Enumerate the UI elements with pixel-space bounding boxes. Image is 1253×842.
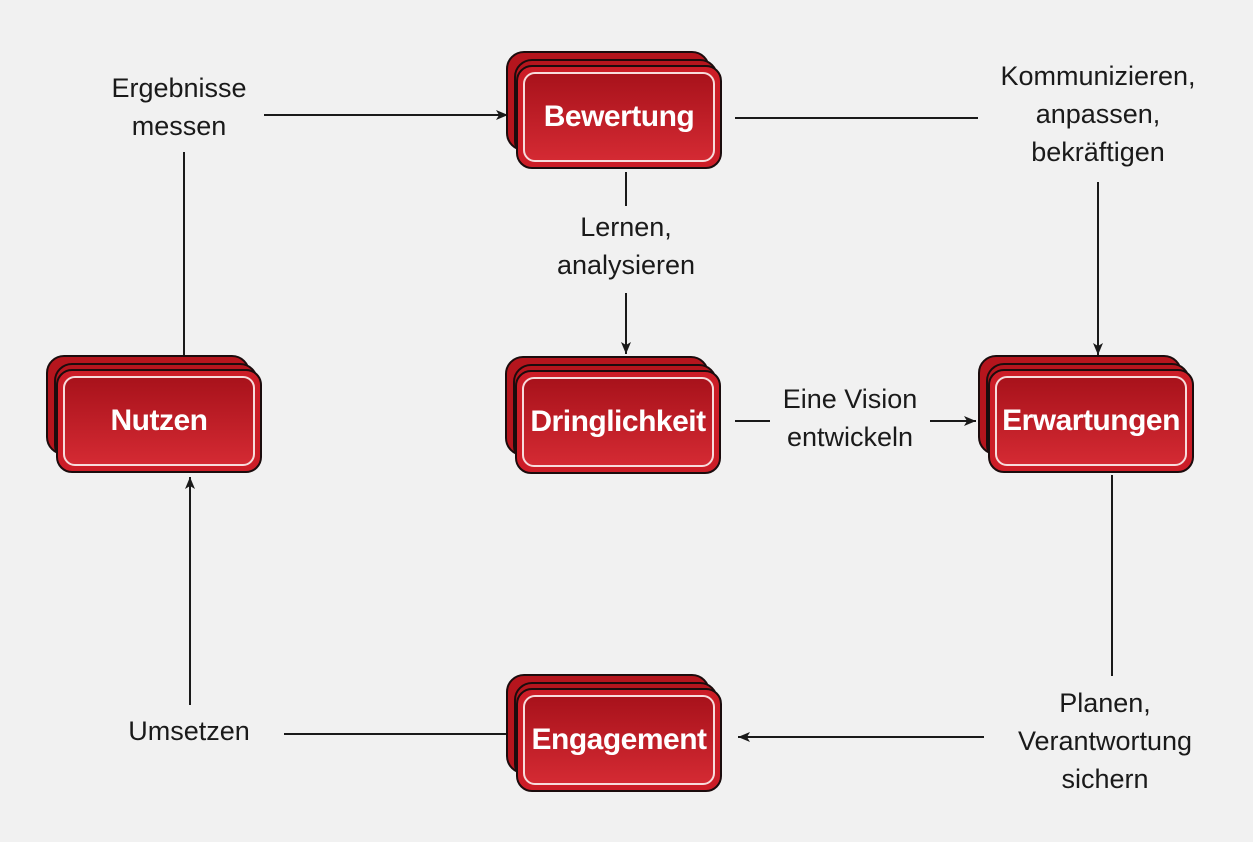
edge-label-line: analysieren xyxy=(556,250,696,280)
node-nutzen: Nutzen xyxy=(46,355,274,477)
edge-label-line: sichern xyxy=(1061,764,1149,794)
node-bewertung-label: Bewertung xyxy=(543,100,695,133)
node-nutzen-label: Nutzen xyxy=(110,404,209,437)
edge-label-line: Kommunizieren, xyxy=(1000,61,1196,91)
node-engagement-label: Engagement xyxy=(531,723,707,756)
node-erwartungen-label: Erwartungen xyxy=(1002,404,1180,437)
node-engagement: Engagement xyxy=(506,674,734,796)
edge-label-line: Ergebnisse xyxy=(111,73,247,103)
edge-label-line: bekräftigen xyxy=(1031,137,1165,167)
edge-label-line: Planen, xyxy=(1059,688,1151,718)
edge-label-lernen: Lernen, analysieren xyxy=(541,208,711,284)
edge-label-planen: Planen, Verantwortung sichern xyxy=(994,684,1216,798)
edge-label-line: entwickeln xyxy=(786,422,914,452)
edge-label-kommunizieren: Kommunizieren, anpassen, bekräftigen xyxy=(978,57,1218,171)
node-erwartungen: Erwartungen xyxy=(978,355,1206,477)
node-dringlichkeit-label: Dringlichkeit xyxy=(530,405,706,438)
node-bewertung: Bewertung xyxy=(506,51,734,173)
edge-label-line: anpassen, xyxy=(1035,99,1161,129)
edge-label-ergebnisse-messen: Ergebnisse messen xyxy=(94,69,264,145)
edge-label-line: messen xyxy=(131,111,227,141)
edge-label-line: Eine Vision xyxy=(782,384,918,414)
edge-label-line: Verantwortung xyxy=(1017,726,1193,756)
edge-label-line: Lernen, xyxy=(580,212,672,242)
node-dringlichkeit: Dringlichkeit xyxy=(505,356,733,478)
edge-label-vision: Eine Vision entwickeln xyxy=(770,380,930,456)
edge-label-line: Umsetzen xyxy=(128,716,250,746)
edge-label-umsetzen: Umsetzen xyxy=(104,712,274,750)
